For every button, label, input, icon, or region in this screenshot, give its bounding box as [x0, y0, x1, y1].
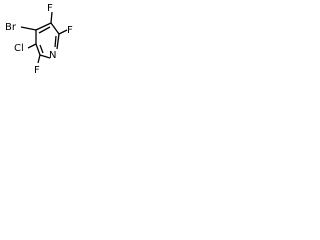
- double-bond-c4-c5: [38, 26, 51, 34]
- atom-f-right: F: [67, 25, 73, 36]
- bond-c4-br: [20, 26, 37, 31]
- bond-c3-cl: [27, 43, 37, 49]
- substituent-bonds: [20, 11, 68, 64]
- bond-c5-f: [50, 11, 53, 24]
- molecule-structure: F Br F Cl N F: [5, 3, 73, 76]
- bond-n-c2: [39, 54, 51, 59]
- bond-c4-c5: [35, 22, 52, 31]
- atom-f-top: F: [47, 3, 53, 14]
- atom-br: Br: [5, 22, 17, 33]
- bond-c2-c3: [35, 43, 41, 56]
- atom-cl: Cl: [14, 43, 24, 54]
- atom-n: N: [49, 50, 56, 61]
- bond-c6-f: [58, 29, 68, 35]
- double-bond-c2-c3: [39, 44, 44, 54]
- bond-c6-n: [56, 33, 60, 50]
- bond-c2-f: [37, 54, 41, 64]
- molecule-diagram: F Br F Cl N F: [0, 0, 80, 83]
- bond-c5-c6: [50, 22, 60, 35]
- atom-f-bottom: F: [34, 65, 40, 76]
- double-bond-c6-n: [54, 35, 57, 48]
- ring-bonds: [35, 22, 60, 59]
